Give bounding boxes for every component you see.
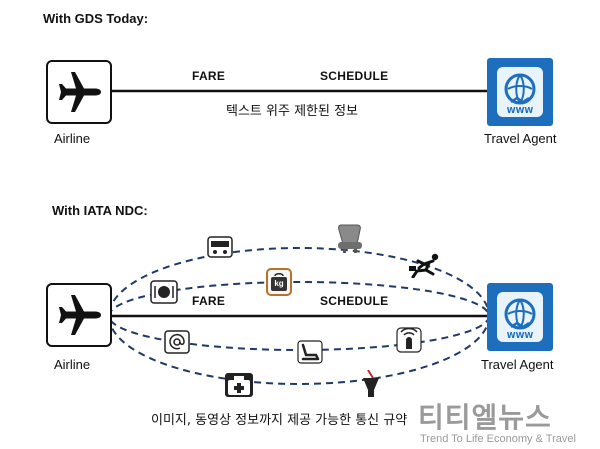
travel-agent-icon: WWW <box>497 67 543 117</box>
svg-text:WWW: WWW <box>507 331 534 340</box>
gds-travel-agent-box: WWW <box>487 58 553 126</box>
runner-icon <box>409 253 439 278</box>
email-icon <box>164 330 190 354</box>
gds-fare-label: FARE <box>192 69 226 83</box>
wifi-icon <box>396 327 422 353</box>
gds-schedule-label: SCHEDULE <box>320 69 389 83</box>
kg-label: kg <box>274 279 284 288</box>
gds-caption: 텍스트 위주 제한된 정보 <box>226 104 358 119</box>
bus-icon <box>207 236 233 258</box>
watermark-tagline: Trend To Life Economy & Travel <box>420 433 576 445</box>
ndc-schedule-label: SCHEDULE <box>320 294 389 308</box>
ndc-airline-label: Airline <box>54 357 91 372</box>
gds-heading: With GDS Today: <box>43 11 149 26</box>
watermark-logo: 티티엘뉴스 <box>418 401 552 434</box>
ndc-caption: 이미지, 동영상 정보까지 제공 가능한 통신 규약 <box>151 413 408 428</box>
airplane-icon <box>59 72 101 112</box>
ndc-travel-agent-box: WWW <box>487 283 553 351</box>
travel-agent-icon: WWW <box>497 292 543 342</box>
seat-icon <box>338 224 362 253</box>
svg-text:WWW: WWW <box>507 106 534 115</box>
gds-airline-label: Airline <box>54 131 91 146</box>
ndc-agent-label: Travel Agent <box>481 357 554 372</box>
baggage-weight-icon: kg <box>266 268 292 296</box>
meal-icon <box>150 280 178 304</box>
ndc-airline-box <box>46 283 112 347</box>
gds-airline-box <box>46 60 112 124</box>
ndc-heading: With IATA NDC: <box>52 203 148 218</box>
legroom-seat-icon <box>297 340 323 364</box>
luggage-icon <box>225 373 253 397</box>
airplane-icon <box>59 295 101 335</box>
ndc-fare-label: FARE <box>192 294 226 308</box>
gds-agent-label: Travel Agent <box>484 131 557 146</box>
drink-icon <box>363 370 379 397</box>
